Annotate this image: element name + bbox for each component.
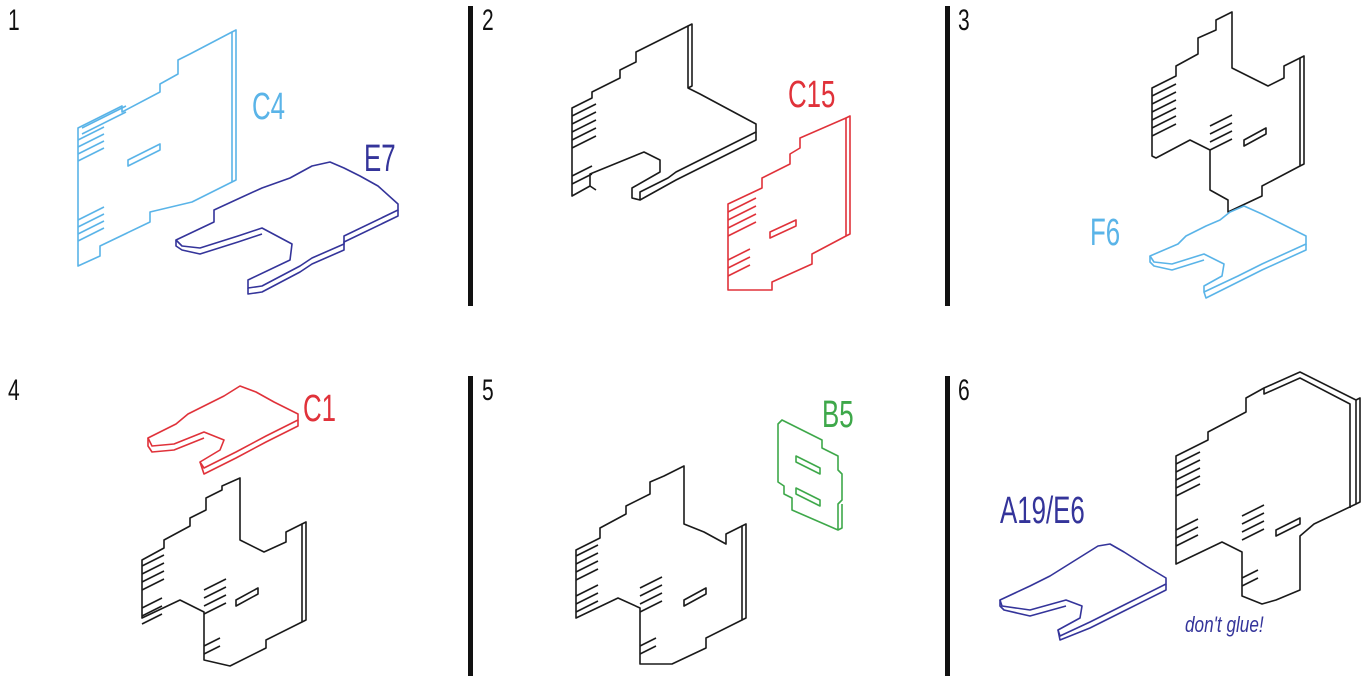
part-a19-e6-plate — [999, 543, 1167, 641]
part-e7-plate — [175, 161, 399, 295]
divider-bottom-right — [945, 376, 950, 676]
assembly-step-4 — [141, 477, 307, 667]
step-number-2: 2 — [482, 4, 494, 37]
part-c4-plate — [77, 29, 237, 267]
part-c1-plate — [147, 385, 299, 475]
assembly-step-5 — [575, 465, 747, 665]
divider-bottom-left — [468, 376, 473, 676]
part-label-c15: C15 — [788, 74, 836, 116]
dont-glue-note: don't glue! — [1185, 612, 1264, 637]
part-c15-plate — [727, 115, 851, 291]
step-number-4: 4 — [8, 374, 20, 407]
step-number-6: 6 — [958, 374, 970, 407]
assembly-step-6 — [1175, 371, 1361, 605]
part-label-f6: F6 — [1090, 212, 1121, 254]
divider-top-right — [945, 6, 950, 306]
step-number-1: 1 — [8, 4, 20, 37]
part-label-e7: E7 — [364, 138, 396, 180]
divider-top-left — [468, 6, 473, 306]
part-label-c1: C1 — [303, 388, 337, 430]
assembly-step-3 — [1151, 11, 1305, 213]
part-label-a19-e6: A19/E6 — [1000, 490, 1085, 532]
step-number-5: 5 — [482, 374, 494, 407]
part-label-c4: C4 — [252, 86, 286, 128]
step-number-3: 3 — [958, 4, 970, 37]
assembly-step-2 — [571, 23, 757, 201]
part-b5-plate — [777, 419, 843, 531]
part-label-b5: B5 — [822, 394, 854, 436]
part-f6-plate — [1149, 205, 1307, 299]
